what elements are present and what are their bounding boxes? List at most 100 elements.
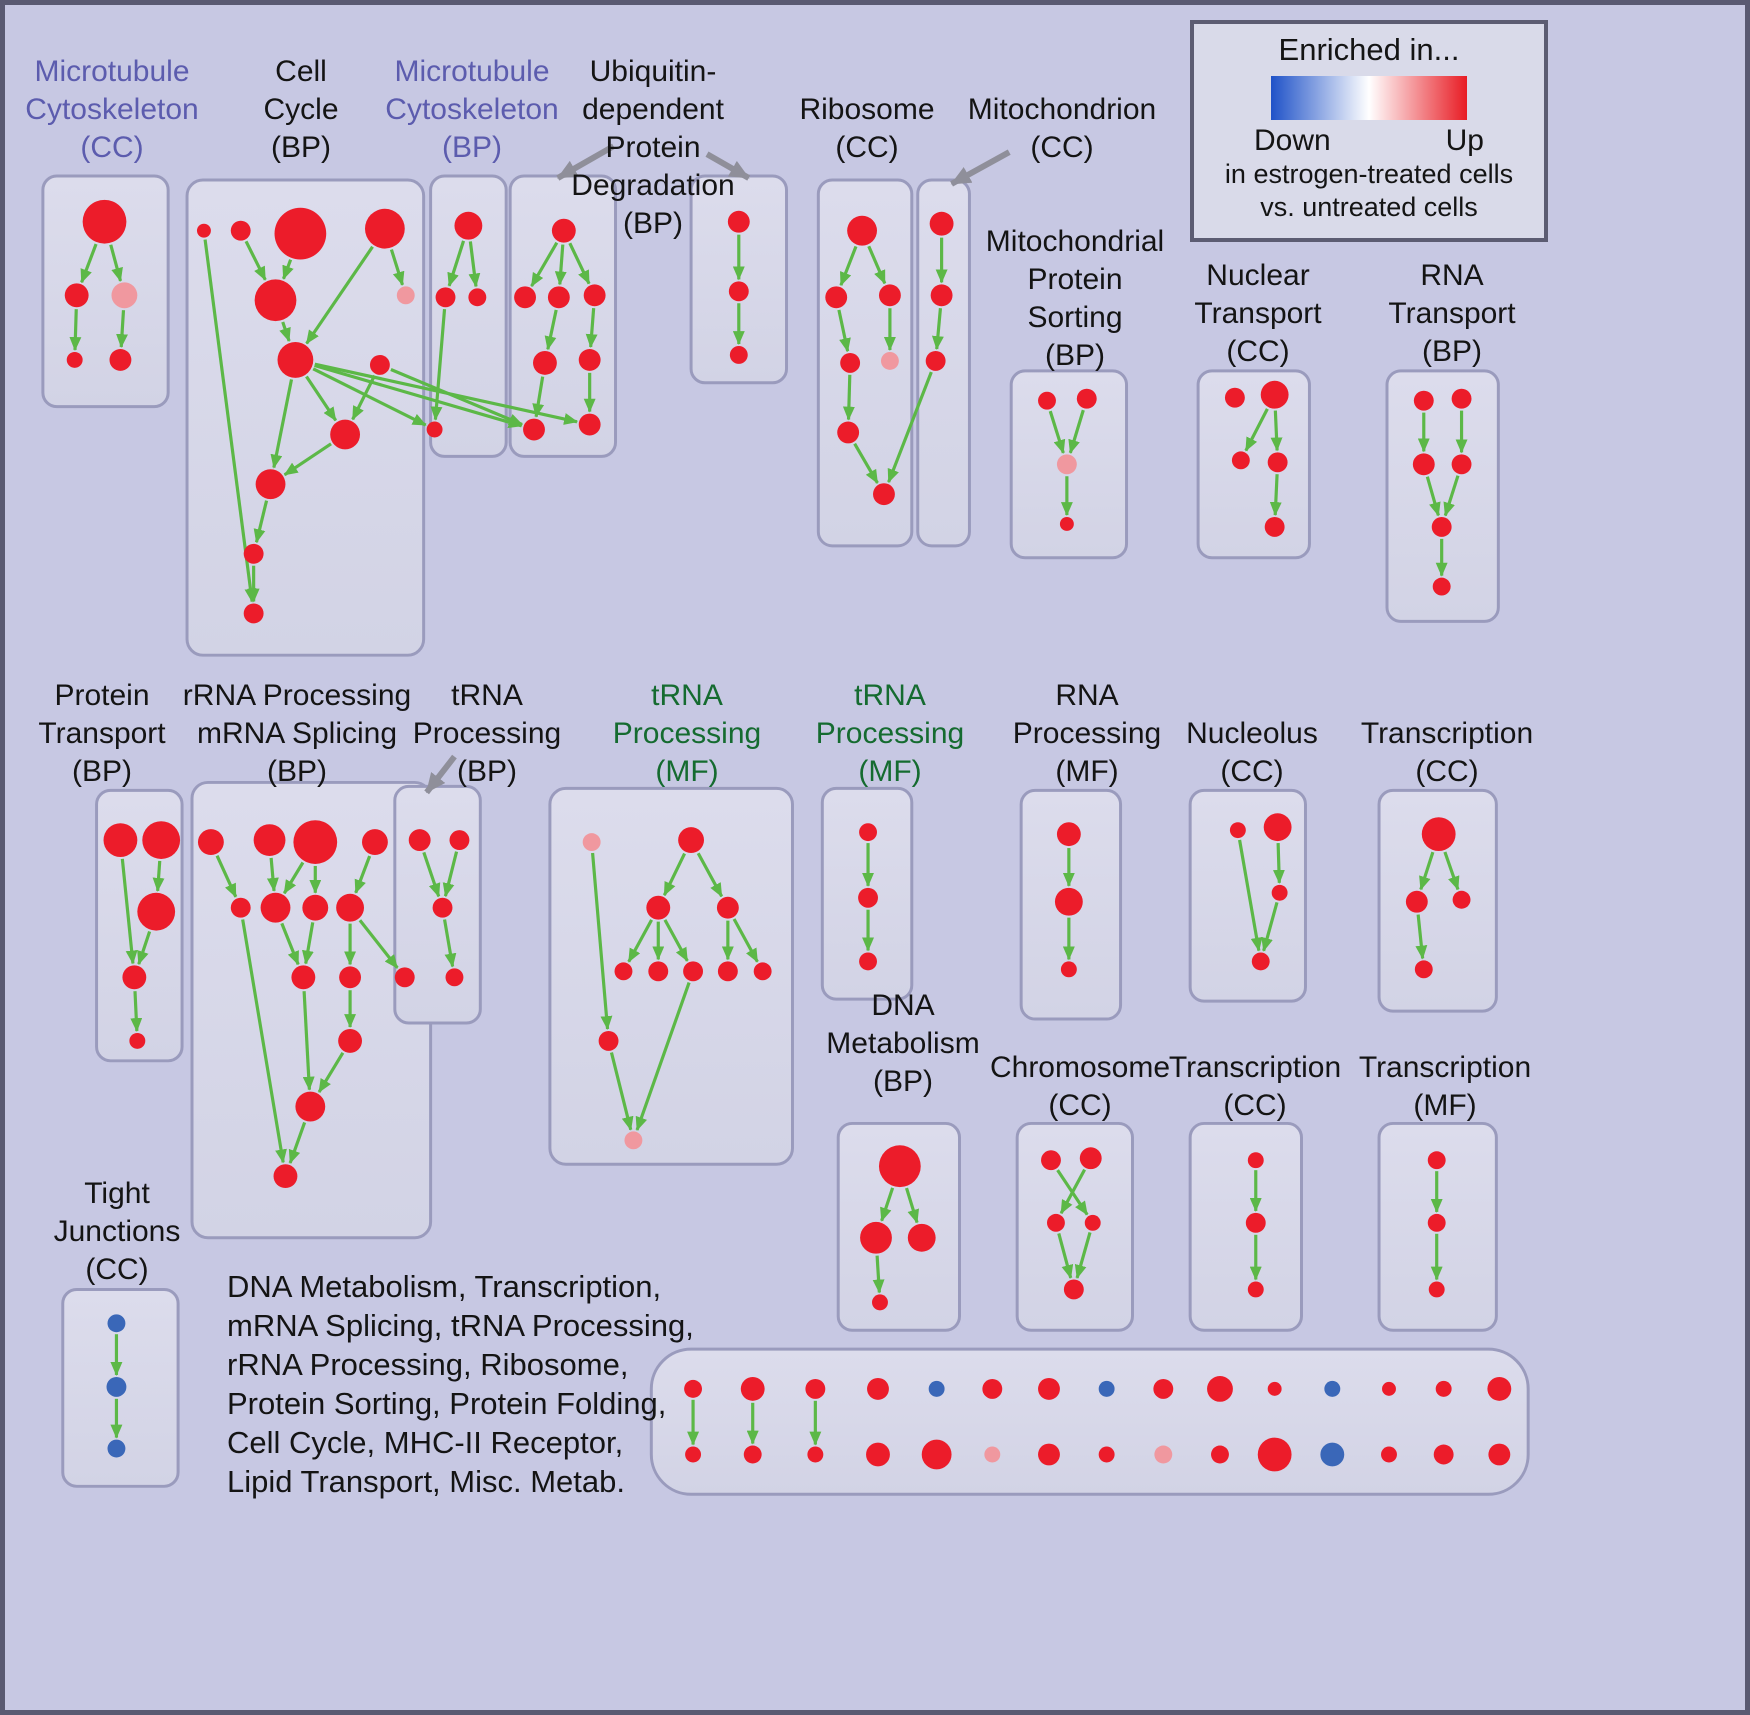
go-term-node (807, 1446, 824, 1463)
edge-arrow (872, 1255, 885, 1294)
legend: Enriched in... Down Up in estrogen-treat… (1190, 20, 1548, 242)
go-term-node (716, 896, 739, 919)
go-term-node (1451, 454, 1472, 475)
go-term-node (454, 211, 483, 240)
misc-list-line: DNA Metabolism, Transcription, (227, 1269, 662, 1304)
go-term-node (103, 823, 138, 858)
edge-arrow (314, 363, 523, 428)
go-term-node (1431, 516, 1452, 537)
go-term-node (1229, 822, 1246, 839)
go-term-node (277, 342, 314, 378)
go-term-node (445, 968, 464, 987)
go-term-node (582, 833, 601, 852)
go-term-node (1098, 1446, 1115, 1463)
go-term-node (426, 421, 443, 438)
edge-arrow (283, 442, 332, 477)
go-term-node (1257, 1437, 1292, 1472)
transcription-cc-2-box (1188, 1121, 1303, 1332)
go-term-node (1245, 1212, 1266, 1233)
go-term-node (578, 413, 601, 436)
edge-arrow (215, 855, 238, 898)
go-term-node (230, 897, 251, 918)
edge-arrow (1443, 851, 1460, 891)
edge-arrow (842, 374, 855, 421)
go-term-node (66, 351, 83, 368)
misc-list-line: Cell Cycle, MHC-II Receptor, (227, 1425, 624, 1460)
edge-arrow (532, 376, 545, 418)
go-term-node (1038, 391, 1056, 410)
go-term-node (1487, 1376, 1512, 1401)
go-term-node (1224, 387, 1245, 408)
edge-arrow (137, 930, 152, 966)
go-term-node (295, 1091, 326, 1122)
go-term-node (432, 897, 453, 918)
edge-arrow (109, 244, 123, 282)
go-term-node (1271, 884, 1288, 901)
go-term-node (1433, 1444, 1454, 1465)
go-term-node (907, 1223, 936, 1252)
edge-arrow (627, 919, 653, 963)
go-term-node (1413, 390, 1434, 411)
go-term-node (336, 893, 364, 922)
go-term-node (1427, 1151, 1446, 1170)
edge-arrow (468, 241, 481, 288)
edge-arrow (302, 922, 315, 965)
go-term-node (137, 892, 176, 931)
legend-subtitle-2: vs. untreated cells (1260, 192, 1478, 222)
go-term-node (547, 286, 570, 309)
go-term-node (302, 894, 329, 921)
go-term-node (369, 354, 390, 375)
go-term-node (1054, 887, 1083, 916)
go-term-node (624, 1131, 643, 1150)
go-term-node (106, 1376, 127, 1397)
go-term-node (873, 483, 895, 506)
go-term-node (1211, 1445, 1229, 1464)
go-term-node (1267, 1381, 1282, 1396)
go-term-node (1056, 454, 1077, 475)
ubiquitin-degradation-bp-a-box (508, 174, 618, 458)
go-term-node (878, 284, 901, 307)
edge-arrow (1048, 410, 1066, 454)
edge-arrow (288, 1121, 307, 1164)
go-term-node (1428, 1281, 1445, 1298)
edge-arrow (447, 240, 466, 287)
go-term-node (921, 1439, 952, 1470)
go-term-node (805, 1378, 826, 1399)
go-term-node (717, 961, 738, 982)
edge-arrow (591, 852, 613, 1031)
edge-arrow (422, 851, 441, 898)
go-term-node (729, 346, 748, 364)
go-term-node (1264, 516, 1285, 537)
edge-arrow (585, 308, 598, 349)
edge-arrow (1238, 839, 1263, 952)
edge-arrow (358, 919, 399, 969)
go-term-node (1451, 388, 1472, 409)
go-term-node (197, 829, 224, 856)
edge-arrow (696, 852, 724, 898)
go-term-node (930, 284, 953, 307)
edge-arrow (130, 991, 143, 1032)
go-term-node (64, 283, 89, 308)
edge-arrow (302, 991, 315, 1091)
edge-arrow (867, 245, 887, 285)
go-term-node (243, 603, 264, 624)
go-term-node (583, 284, 606, 307)
edge-arrow (80, 243, 98, 284)
go-term-node (514, 286, 536, 309)
edge-arrow (554, 244, 567, 286)
legend-downup-row: Down Up (1194, 124, 1544, 158)
go-term-node (551, 218, 576, 243)
go-term-node (109, 348, 132, 371)
go-term-node (435, 287, 456, 308)
go-term-node (614, 962, 633, 981)
misc-list-line: mRNA Splicing, tRNA Processing, (227, 1308, 694, 1343)
label-pointer-arrow (950, 149, 1011, 187)
edge-arrow (1261, 901, 1279, 952)
go-term-node (142, 821, 181, 859)
go-term-node (743, 1445, 762, 1464)
go-term-node (468, 288, 487, 307)
rna-transport-bp-box (1385, 369, 1500, 623)
edge-arrow (1269, 474, 1282, 517)
go-term-node (255, 469, 286, 500)
